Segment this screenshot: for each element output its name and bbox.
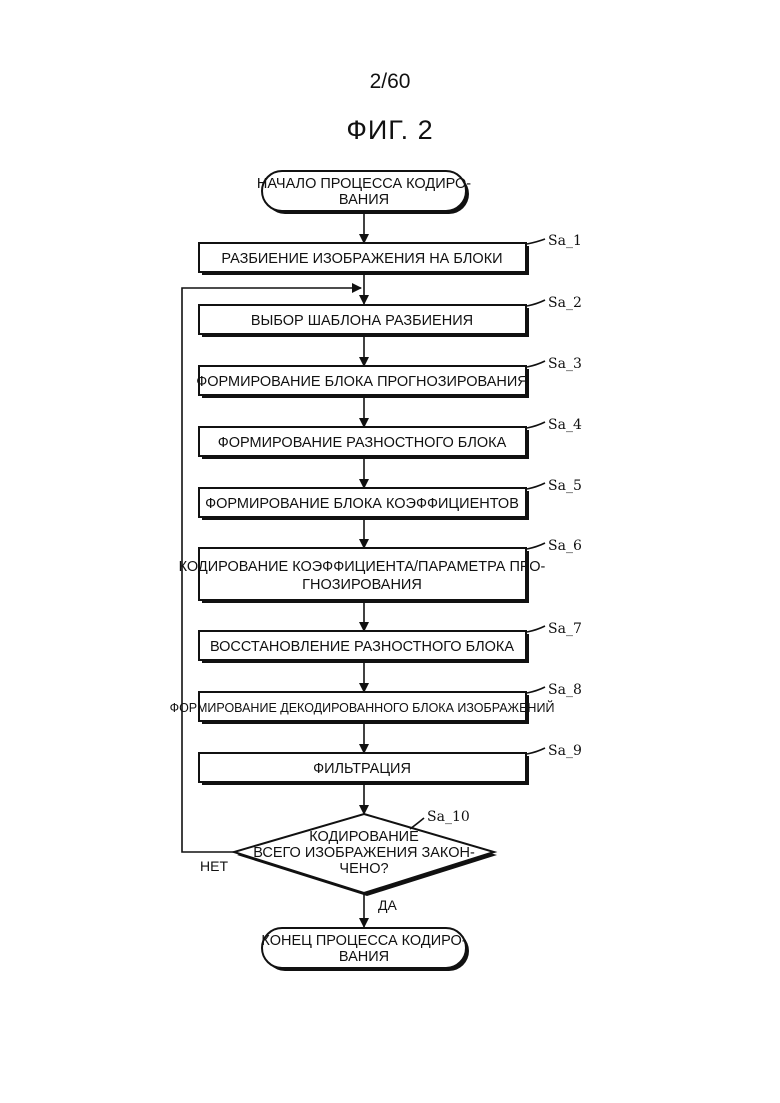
- step-sa4: ФОРМИРОВАНИЕ РАЗНОСТНОГО БЛОКА Sa_4: [199, 417, 582, 459]
- step-sa8: ФОРМИРОВАНИЕ ДЕКОДИРОВАННОГО БЛОКА ИЗОБР…: [170, 682, 582, 724]
- svg-text:КОДИРОВАНИЕ: КОДИРОВАНИЕ: [309, 829, 419, 845]
- step-sa3: ФОРМИРОВАНИЕ БЛОКА ПРОГНОЗИРОВАНИЯ Sa_3: [196, 356, 582, 398]
- svg-text:ФОРМИРОВАНИЕ БЛОКА ПРОГНОЗИРОВ: ФОРМИРОВАНИЕ БЛОКА ПРОГНОЗИРОВАНИЯ: [196, 374, 528, 390]
- svg-text:Sa_7: Sa_7: [548, 621, 582, 637]
- yes-label: ДА: [378, 897, 397, 913]
- svg-text:Sa_8: Sa_8: [548, 682, 582, 698]
- start-terminator: НАЧАЛО ПРОЦЕССА КОДИРО- ВАНИЯ: [257, 171, 471, 214]
- start-label-line1: НАЧАЛО ПРОЦЕССА КОДИРО-: [257, 176, 471, 192]
- svg-text:Sa_2: Sa_2: [548, 295, 582, 311]
- svg-text:ВОССТАНОВЛЕНИЕ РАЗНОСТНОГО БЛО: ВОССТАНОВЛЕНИЕ РАЗНОСТНОГО БЛОКА: [210, 639, 514, 655]
- svg-text:Sa_5: Sa_5: [548, 478, 582, 494]
- end-terminator: КОНЕЦ ПРОЦЕССА КОДИРО- ВАНИЯ: [261, 928, 469, 971]
- svg-text:ФОРМИРОВАНИЕ ДЕКОДИРОВАННОГО Б: ФОРМИРОВАНИЕ ДЕКОДИРОВАННОГО БЛОКА ИЗОБР…: [170, 700, 555, 715]
- svg-text:Sa_9: Sa_9: [548, 743, 582, 759]
- svg-text:РАЗБИЕНИЕ ИЗОБРАЖЕНИЯ НА БЛОКИ: РАЗБИЕНИЕ ИЗОБРАЖЕНИЯ НА БЛОКИ: [221, 251, 502, 267]
- step-sa7: ВОССТАНОВЛЕНИЕ РАЗНОСТНОГО БЛОКА Sa_7: [199, 621, 582, 663]
- end-label-line1: КОНЕЦ ПРОЦЕССА КОДИРО-: [261, 933, 466, 949]
- step-sa2: ВЫБОР ШАБЛОНА РАЗБИЕНИЯ Sa_2: [199, 295, 582, 337]
- end-label-line2: ВАНИЯ: [339, 949, 389, 965]
- decision-sa10: КОДИРОВАНИЕ ВСЕГО ИЗОБРАЖЕНИЯ ЗАКОН- ЧЕН…: [200, 809, 497, 913]
- svg-text:ФОРМИРОВАНИЕ РАЗНОСТНОГО БЛОКА: ФОРМИРОВАНИЕ РАЗНОСТНОГО БЛОКА: [218, 435, 507, 451]
- step-sa5: ФОРМИРОВАНИЕ БЛОКА КОЭФФИЦИЕНТОВ Sa_5: [199, 478, 582, 520]
- svg-text:Sa_6: Sa_6: [548, 538, 582, 554]
- svg-text:Sa_4: Sa_4: [548, 417, 582, 433]
- svg-text:ФОРМИРОВАНИЕ БЛОКА КОЭФФИЦИЕНТ: ФОРМИРОВАНИЕ БЛОКА КОЭФФИЦИЕНТОВ: [205, 496, 519, 512]
- step-sa1: РАЗБИЕНИЕ ИЗОБРАЖЕНИЯ НА БЛОКИ Sa_1: [199, 233, 582, 275]
- svg-text:ГНОЗИРОВАНИЯ: ГНОЗИРОВАНИЯ: [302, 577, 422, 593]
- svg-text:КОДИРОВАНИЕ КОЭФФИЦИЕНТА/ПАРАМ: КОДИРОВАНИЕ КОЭФФИЦИЕНТА/ПАРАМЕТРА ПРО-: [179, 559, 546, 575]
- step-sa9: ФИЛЬТРАЦИЯ Sa_9: [199, 743, 582, 785]
- svg-text:ВЫБОР ШАБЛОНА РАЗБИЕНИЯ: ВЫБОР ШАБЛОНА РАЗБИЕНИЯ: [251, 313, 473, 329]
- svg-text:Sa_3: Sa_3: [548, 356, 582, 372]
- start-label-line2: ВАНИЯ: [339, 192, 389, 208]
- svg-text:Sa_10: Sa_10: [427, 809, 470, 825]
- step-sa6: КОДИРОВАНИЕ КОЭФФИЦИЕНТА/ПАРАМЕТРА ПРО- …: [179, 538, 582, 603]
- svg-text:ЧЕНО?: ЧЕНО?: [339, 861, 388, 877]
- svg-text:ВСЕГО ИЗОБРАЖЕНИЯ ЗАКОН-: ВСЕГО ИЗОБРАЖЕНИЯ ЗАКОН-: [253, 845, 475, 861]
- svg-text:Sa_1: Sa_1: [548, 233, 582, 249]
- no-label: НЕТ: [200, 858, 228, 874]
- svg-text:ФИЛЬТРАЦИЯ: ФИЛЬТРАЦИЯ: [313, 761, 411, 777]
